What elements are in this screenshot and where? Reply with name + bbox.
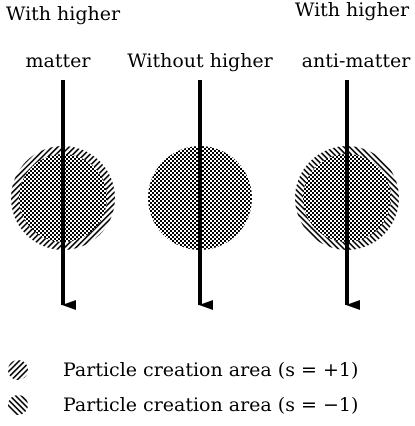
legend-item-s-minus-one: Particle creation area (s = −1) <box>8 394 358 416</box>
legend: Particle creation area (s = +1) Particle… <box>8 359 358 416</box>
column-with-higher-anti-matter: With higher anti-matter <box>295 0 412 310</box>
column-2-label: Without higher <box>127 50 273 72</box>
column-3-label-line-1: With higher <box>295 0 410 21</box>
legend-swatch-s-minus-one <box>8 395 28 415</box>
legend-swatch-s-plus-one <box>8 360 28 380</box>
column-1-label-line-1: With higher <box>6 3 121 25</box>
column-3-label-line-2: anti-matter <box>302 50 412 72</box>
legend-label-s-minus-one: Particle creation area (s = −1) <box>63 394 358 416</box>
column-with-higher-matter: With higher matter <box>6 3 121 310</box>
legend-label-s-plus-one: Particle creation area (s = +1) <box>63 359 358 381</box>
column-without-higher: Without higher <box>127 50 274 310</box>
column-1-label-line-2: matter <box>26 50 92 72</box>
legend-item-s-plus-one: Particle creation area (s = +1) <box>8 359 358 381</box>
